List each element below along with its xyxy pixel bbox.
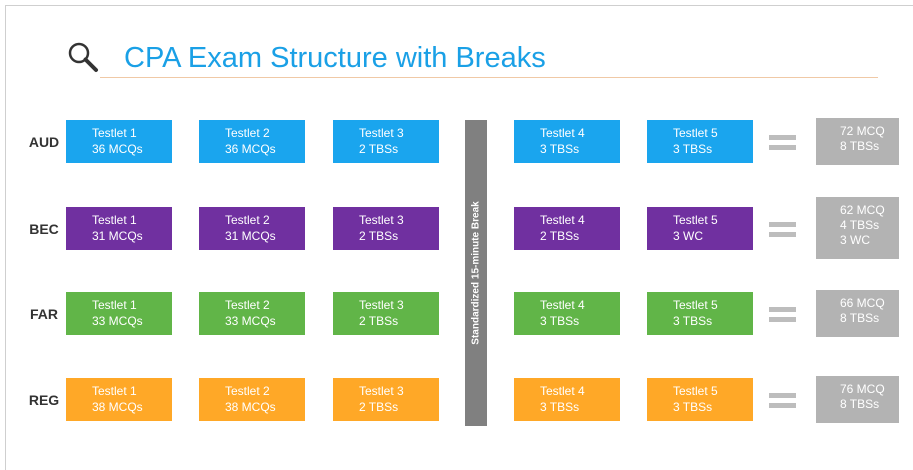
testlet-name: Testlet 5	[673, 384, 718, 398]
testlet-name: Testlet 1	[92, 213, 137, 227]
testlet-box: Testlet 1 36 MCQs	[66, 120, 172, 163]
break-bar: Standardized 15-minute Break	[465, 120, 487, 426]
equals-icon	[769, 307, 796, 322]
equals-icon	[769, 222, 796, 237]
testlet-name: Testlet 3	[359, 298, 404, 312]
testlet-name: Testlet 2	[225, 213, 270, 227]
testlet-box: Testlet 5 3 TBSs	[647, 378, 753, 421]
magnifier-icon	[68, 42, 98, 72]
testlet-detail: 3 TBSs	[540, 400, 580, 414]
testlet-box: Testlet 2 31 MCQs	[199, 207, 305, 250]
testlet-box: Testlet 3 2 TBSs	[333, 207, 439, 250]
testlet-detail: 36 MCQs	[225, 142, 276, 156]
testlet-name: Testlet 1	[92, 384, 137, 398]
testlet-detail: 33 MCQs	[225, 314, 276, 328]
testlet-name: Testlet 5	[673, 126, 718, 140]
testlet-detail: 2 TBSs	[359, 142, 399, 156]
testlet-detail: 33 MCQs	[92, 314, 143, 328]
total-line: 8 TBSs	[840, 311, 880, 325]
testlet-detail: 2 TBSs	[359, 314, 399, 328]
testlet-box: Testlet 2 36 MCQs	[199, 120, 305, 163]
testlet-detail: 2 TBSs	[359, 400, 399, 414]
equals-icon	[769, 135, 796, 150]
testlet-detail: 31 MCQs	[92, 229, 143, 243]
testlet-box: Testlet 5 3 TBSs	[647, 120, 753, 163]
total-line: 3 WC	[840, 233, 870, 247]
row-label: REG	[28, 392, 60, 408]
testlet-detail: 3 TBSs	[673, 142, 713, 156]
total-line: 8 TBSs	[840, 397, 880, 411]
testlet-box: Testlet 2 33 MCQs	[199, 292, 305, 335]
testlet-name: Testlet 2	[225, 384, 270, 398]
testlet-name: Testlet 4	[540, 126, 585, 140]
total-line: 66 MCQ	[840, 296, 885, 310]
testlet-name: Testlet 4	[540, 384, 585, 398]
testlet-detail: 3 TBSs	[540, 142, 580, 156]
page-title: CPA Exam Structure with Breaks	[124, 42, 546, 74]
testlet-box: Testlet 4 3 TBSs	[514, 378, 620, 421]
row-label: AUD	[28, 134, 60, 150]
title-underline	[100, 77, 878, 78]
total-line: 62 MCQ	[840, 203, 885, 217]
testlet-detail: 38 MCQs	[225, 400, 276, 414]
testlet-detail: 31 MCQs	[225, 229, 276, 243]
testlet-detail: 3 TBSs	[673, 314, 713, 328]
testlet-box: Testlet 5 3 TBSs	[647, 292, 753, 335]
testlet-box: Testlet 1 33 MCQs	[66, 292, 172, 335]
testlet-detail: 36 MCQs	[92, 142, 143, 156]
testlet-name: Testlet 1	[92, 298, 137, 312]
testlet-detail: 3 WC	[673, 229, 703, 243]
testlet-box: Testlet 5 3 WC	[647, 207, 753, 250]
testlet-name: Testlet 3	[359, 384, 404, 398]
testlet-box: Testlet 1 38 MCQs	[66, 378, 172, 421]
row-label: FAR	[30, 306, 58, 322]
total-line: 4 TBSs	[840, 218, 880, 232]
total-line: 8 TBSs	[840, 139, 880, 153]
equals-icon	[769, 393, 796, 408]
testlet-name: Testlet 5	[673, 213, 718, 227]
testlet-name: Testlet 1	[92, 126, 137, 140]
testlet-box: Testlet 1 31 MCQs	[66, 207, 172, 250]
testlet-detail: 3 TBSs	[673, 400, 713, 414]
frame-top-border	[5, 5, 913, 6]
testlet-box: Testlet 3 2 TBSs	[333, 378, 439, 421]
testlet-name: Testlet 5	[673, 298, 718, 312]
row-label: BEC	[29, 221, 59, 237]
testlet-box: Testlet 3 2 TBSs	[333, 292, 439, 335]
testlet-box: Testlet 4 3 TBSs	[514, 292, 620, 335]
testlet-name: Testlet 2	[225, 298, 270, 312]
testlet-name: Testlet 2	[225, 126, 270, 140]
testlet-box: Testlet 2 38 MCQs	[199, 378, 305, 421]
testlet-box: Testlet 4 2 TBSs	[514, 207, 620, 250]
testlet-box: Testlet 4 3 TBSs	[514, 120, 620, 163]
break-label: Standardized 15-minute Break	[470, 201, 482, 345]
testlet-detail: 2 TBSs	[359, 229, 399, 243]
frame-left-border	[5, 5, 6, 470]
testlet-box: Testlet 3 2 TBSs	[333, 120, 439, 163]
testlet-detail: 2 TBSs	[540, 229, 580, 243]
total-line: 72 MCQ	[840, 124, 885, 138]
testlet-name: Testlet 3	[359, 213, 404, 227]
testlet-detail: 3 TBSs	[540, 314, 580, 328]
testlet-name: Testlet 3	[359, 126, 404, 140]
testlet-name: Testlet 4	[540, 298, 585, 312]
testlet-detail: 38 MCQs	[92, 400, 143, 414]
testlet-name: Testlet 4	[540, 213, 585, 227]
total-line: 76 MCQ	[840, 382, 885, 396]
